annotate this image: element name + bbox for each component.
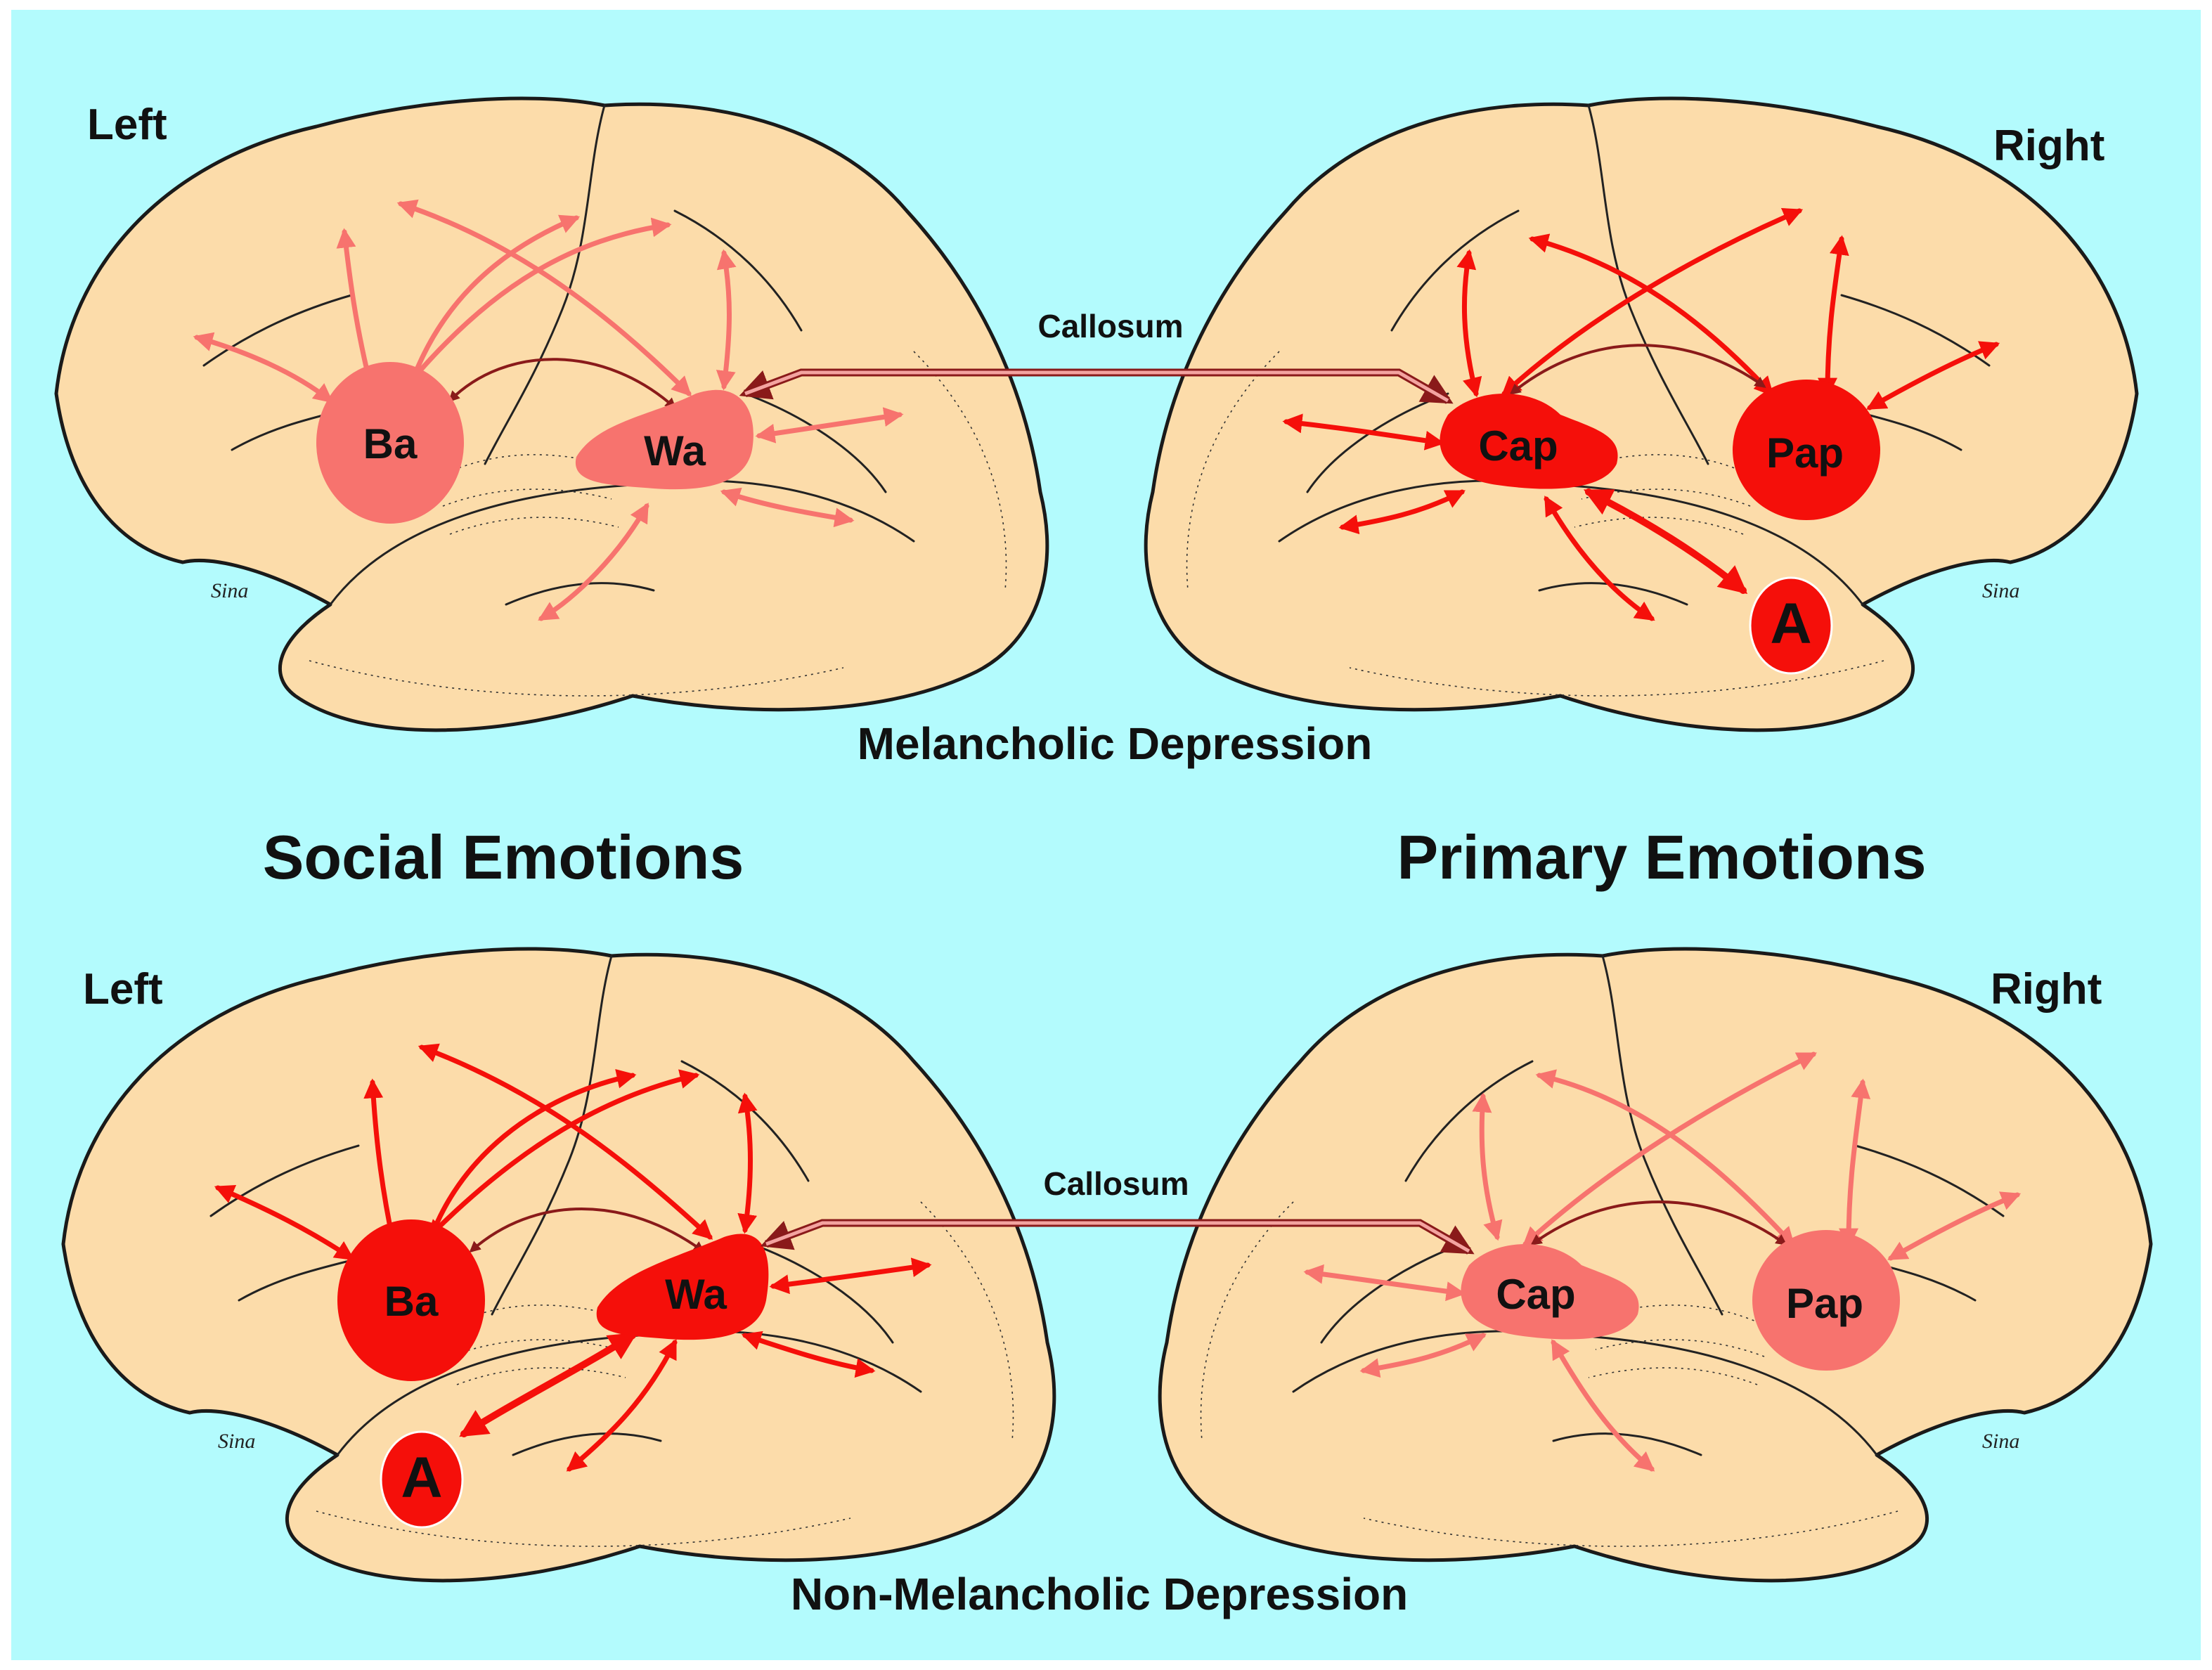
- arrow-wa-cross-b: [418, 1043, 713, 1240]
- region-wa-top-left: [575, 389, 753, 490]
- region-pap-top-right: [1733, 380, 1880, 520]
- arrow-pap-cross-b: [1535, 1069, 1795, 1248]
- arrow-wa-up-b: [737, 1092, 758, 1234]
- arrows-bottom-left: [214, 1043, 932, 1472]
- caption-bottom: Non-Melancholic Depression: [791, 1569, 1408, 1619]
- label-amygdala-top-right: A: [1770, 592, 1811, 656]
- arrow-pap-cross: [1528, 233, 1774, 397]
- signature-bottom-left: Sina: [218, 1430, 255, 1453]
- arrow-ba-wa-top: [448, 358, 677, 410]
- arrow-wa-up: [716, 249, 737, 391]
- signature-bottom-right: Sina: [1982, 1430, 2019, 1453]
- signature-top-left: Sina: [211, 579, 248, 602]
- arrow-ba-left-b: [214, 1184, 355, 1261]
- arrow-cap-left: [1282, 413, 1445, 451]
- arrow-wa-lowright-b: [741, 1331, 876, 1378]
- region-ba-bottom-left: [337, 1219, 485, 1381]
- arrow-wa-lowright: [720, 487, 855, 528]
- callosum-label-bottom: Callosum: [1043, 1165, 1189, 1202]
- region-wa-bottom-left: [596, 1234, 769, 1340]
- arrows-top-right: [1282, 207, 2000, 621]
- region-amygdala-top-right: [1749, 576, 1833, 675]
- signature-top-right: Sina: [1982, 579, 2019, 602]
- arrow-pap-right-b: [1887, 1191, 2022, 1261]
- arrow-ba-left: [193, 332, 334, 403]
- label-ba-bottom-left: Ba: [384, 1278, 439, 1325]
- arrow-wa-cross: [396, 199, 692, 396]
- arrow-cap-up: [1456, 249, 1482, 398]
- callosum-connector-top-fill: [744, 370, 1449, 403]
- arrow-wa-down: [538, 503, 649, 621]
- arrow-wa-amygdala-b: [459, 1332, 638, 1437]
- region-ba-top-left: [316, 362, 464, 524]
- region-cap-bottom-right: [1461, 1244, 1639, 1340]
- arrow-cap-pap-top: [1509, 344, 1766, 396]
- label-cap-top-right: Cap: [1478, 422, 1558, 470]
- region-pap-bottom-right: [1752, 1230, 1900, 1371]
- arrow-pap-up-b: [1839, 1078, 1871, 1248]
- label-wa-bottom-left: Wa: [665, 1271, 727, 1318]
- arrow-cap-pap-bottom: [1530, 1200, 1787, 1245]
- callosum-connector-bottom-fill: [765, 1221, 1470, 1253]
- arrow-cap-lowleft-b: [1359, 1333, 1487, 1378]
- label-ba-top-left: Ba: [363, 420, 418, 467]
- title-social-emotions: Social Emotions: [263, 822, 744, 892]
- label-amygdala-bottom-left: A: [401, 1446, 442, 1510]
- side-label-top-left: Left: [87, 101, 167, 149]
- region-cap-top-right: [1440, 394, 1618, 489]
- arrow-cap-lowleft: [1338, 489, 1466, 535]
- region-amygdala-bottom-left: [380, 1430, 464, 1529]
- label-wa-top-left: Wa: [644, 427, 706, 474]
- arrow-wa-right: [755, 407, 904, 444]
- side-label-top-right: Right: [1993, 122, 2104, 170]
- arrow-cap-up-b: [1472, 1092, 1503, 1241]
- callosum-label-top: Callosum: [1037, 308, 1183, 344]
- caption-top: Melancholic Depression: [858, 718, 1373, 769]
- side-label-bottom-right: Right: [1991, 965, 2102, 1014]
- arrow-pap-up: [1818, 235, 1849, 398]
- label-pap-top-right: Pap: [1766, 429, 1844, 477]
- arrow-wa-right-b: [769, 1257, 932, 1295]
- arrow-cap-down-b: [1551, 1339, 1655, 1472]
- arrow-cap-left-b: [1303, 1264, 1466, 1302]
- arrows-bottom-right: [1303, 1051, 2022, 1472]
- arrow-pap-right: [1866, 341, 2000, 410]
- title-primary-emotions: Primary Emotions: [1397, 822, 1926, 892]
- side-label-bottom-left: Left: [83, 965, 163, 1014]
- label-pap-bottom-right: Pap: [1786, 1280, 1863, 1327]
- arrow-ba-wa-bottom: [469, 1208, 705, 1253]
- label-cap-bottom-right: Cap: [1496, 1271, 1575, 1318]
- arrow-cap-amygdala: [1583, 488, 1748, 595]
